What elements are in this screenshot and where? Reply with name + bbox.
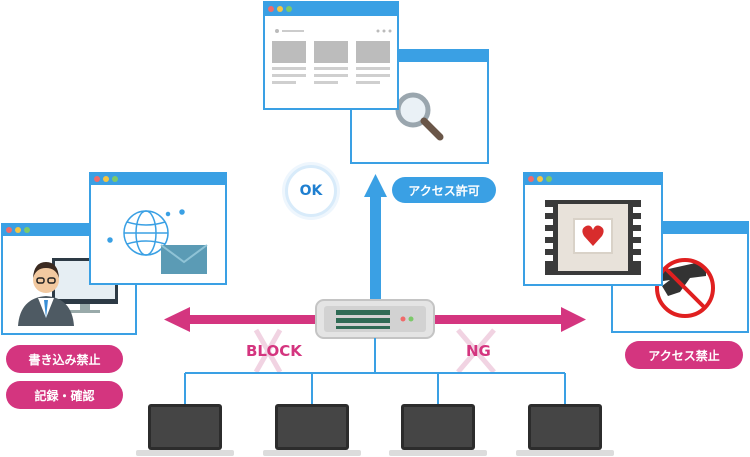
block-x-mark-left xyxy=(253,328,283,374)
ok-badge: OK xyxy=(285,165,337,217)
ng-label: NG xyxy=(466,342,491,360)
ok-label: OK xyxy=(299,183,323,199)
router-icon xyxy=(315,299,435,339)
network-lines xyxy=(184,338,566,405)
write-prohibited-label: 書き込み禁止 xyxy=(6,345,123,373)
block-x-mark-right xyxy=(456,328,496,374)
laptop-icon xyxy=(389,404,487,456)
window-video xyxy=(523,172,663,286)
block-label: BLOCK xyxy=(246,342,302,360)
write-prohibited-text: 書き込み禁止 xyxy=(28,352,101,367)
film-heart-icon xyxy=(545,200,641,275)
envelope-icon xyxy=(160,244,208,274)
laptop-icon xyxy=(263,404,361,456)
laptop-icon xyxy=(136,404,234,456)
record-confirm-label: 記録・確認 xyxy=(6,381,123,409)
arrow-up-allowed xyxy=(364,174,387,303)
prohibited-gun-icon xyxy=(655,258,715,318)
globe-icon xyxy=(107,209,185,256)
arrow-right-block xyxy=(430,307,586,332)
laptop-icon xyxy=(516,404,614,456)
access-allowed-text: アクセス許可 xyxy=(408,183,480,198)
window-globe-mail xyxy=(89,172,227,285)
arrow-left-block xyxy=(164,307,318,332)
access-prohibited-text: アクセス禁止 xyxy=(648,348,720,363)
record-confirm-text: 記録・確認 xyxy=(34,388,95,403)
magnifier-icon xyxy=(395,92,444,141)
access-prohibited-label: アクセス禁止 xyxy=(625,341,743,369)
access-allowed-label: アクセス許可 xyxy=(392,177,496,203)
window-allowed-site xyxy=(263,1,399,110)
